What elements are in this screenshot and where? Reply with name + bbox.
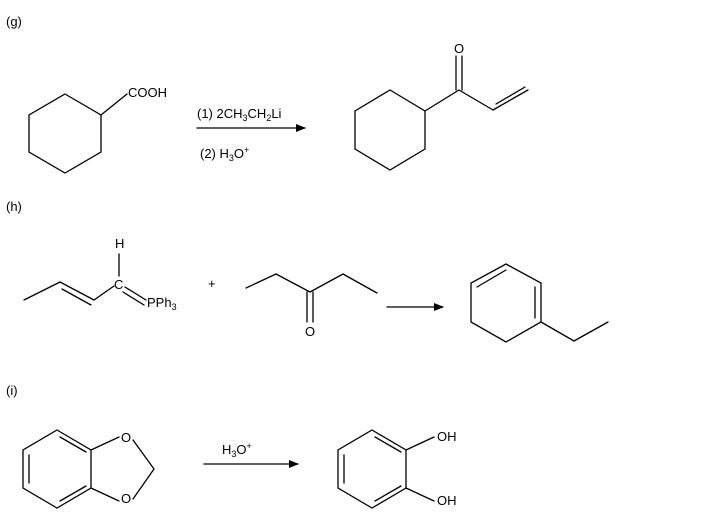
carbonyl-vinyl-bond: [458, 89, 494, 111]
ylide-double-bond-2: [61, 288, 92, 306]
ketone-bond-4: [342, 273, 378, 294]
pentan-3-one: O: [245, 273, 378, 339]
benzodioxole-inner-bond-3: [59, 485, 87, 502]
hydroxyl-top: OH: [437, 429, 457, 444]
ylide-p-double-bond-1: [124, 286, 147, 301]
catechol: OH OH: [337, 429, 457, 509]
oh-top-bond: [405, 436, 435, 451]
benzodioxole-inner-bond-2: [59, 436, 87, 453]
plus-sign: +: [208, 276, 216, 291]
product-ring: [470, 263, 542, 343]
pph3-label: PPh3: [147, 295, 177, 312]
cooh-label: COOH: [128, 85, 167, 100]
ketone-bond-2: [275, 273, 311, 293]
ethylcyclohexadiene: [470, 263, 609, 343]
ketone-bond-3: [309, 273, 344, 293]
label-i: (i): [6, 383, 18, 398]
catechol-ring: [337, 429, 407, 509]
catechol-inner-bond-3: [374, 485, 402, 502]
ethyl-bond-2: [573, 321, 609, 342]
phosphorus-ylide: C H PPh3: [23, 236, 177, 312]
product-double-bond-1: [476, 269, 507, 288]
condition-i: H3O+: [222, 441, 252, 459]
cyclohexyl-vinyl-ketone: O: [354, 41, 529, 171]
oh-bottom-bond: [405, 487, 435, 502]
reaction-h: (h) C H PPh3 + O: [6, 199, 609, 343]
dioxole-oxygen-bottom: O: [121, 491, 131, 506]
ethyl-bond-1: [540, 321, 575, 342]
dioxole-oxygen-top: O: [121, 430, 131, 445]
cyclohexanecarboxylic-acid: COOH: [28, 85, 167, 174]
ylide-ch3-bond: [23, 281, 61, 301]
cyclohexane-ring-product: [354, 89, 426, 171]
ketone-oxygen: O: [305, 324, 315, 339]
carbonyl-oxygen: O: [454, 41, 464, 56]
reaction-g: (g) COOH (1) 2CH3CH2Li (2) H3O+ O: [6, 14, 529, 174]
cyclohexane-ring: [28, 93, 102, 174]
ylide-double-bond-1: [59, 281, 95, 301]
ylide-c-bond: [93, 285, 115, 301]
hydroxyl-bottom: OH: [437, 493, 457, 508]
ketone-bond-1: [245, 273, 277, 289]
ylide-p-double-bond-2: [122, 291, 145, 306]
ring-carbonyl-bond: [424, 89, 460, 112]
vinyl-double-bond-2: [495, 86, 526, 105]
ylide-carbon: C: [114, 277, 123, 292]
label-h: (h): [6, 199, 22, 214]
o-bottom-bond: [90, 487, 120, 502]
o-top-bond: [90, 436, 120, 451]
ch2-bond-top: [132, 439, 155, 470]
label-g: (g): [6, 14, 22, 29]
ch2-bond-bottom: [132, 468, 155, 500]
cooh-bond: [100, 93, 128, 116]
reaction-i: (i) O O H3O+ OH OH: [6, 383, 457, 509]
benzodioxole-benzene-ring: [22, 429, 92, 509]
vinyl-double-bond-1: [492, 89, 529, 111]
condition-g-step1: (1) 2CH3CH2Li: [197, 106, 282, 123]
benzodioxole: O O: [22, 429, 155, 509]
ylide-hydrogen: H: [115, 236, 124, 251]
condition-g-step2: (2) H3O+: [200, 145, 249, 163]
catechol-inner-bond-2: [374, 436, 402, 453]
